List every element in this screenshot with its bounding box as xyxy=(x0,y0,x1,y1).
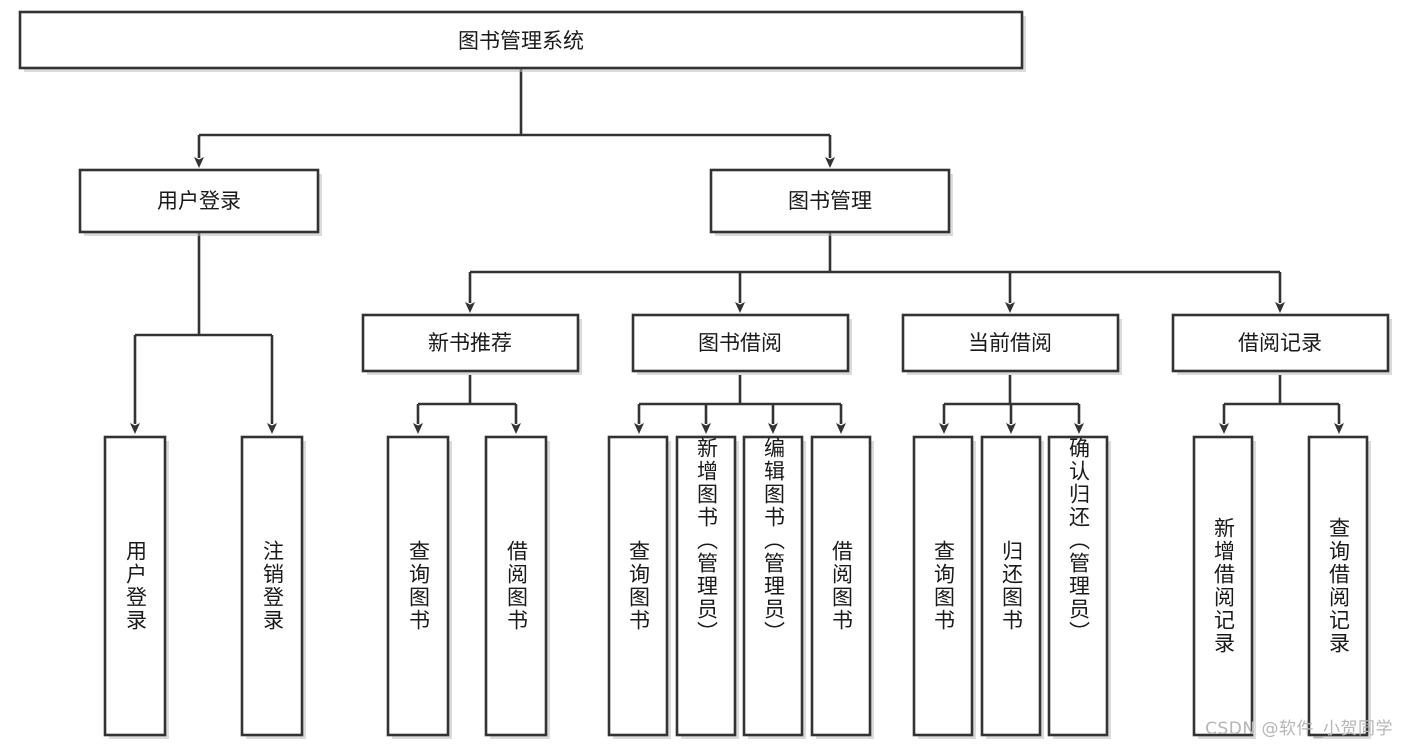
node-leaf-book-borrow-0-box[interactable] xyxy=(607,435,669,737)
node-leaf-borrow-record-1-box[interactable] xyxy=(1307,435,1369,737)
node-leaf-current-borrow-0-box[interactable] xyxy=(912,435,974,737)
node-leaf-book-borrow-1-box[interactable] xyxy=(675,435,737,737)
node-borrow-record-box[interactable] xyxy=(1171,313,1390,373)
node-new-book-label: 新书推荐 xyxy=(428,331,512,355)
node-leaf-new-book-1-box[interactable] xyxy=(484,435,548,737)
node-book-borrow-box[interactable] xyxy=(631,313,850,373)
node-user-login-label: 用户登录 xyxy=(157,189,241,213)
node-leaf-current-borrow-2-box[interactable] xyxy=(1047,435,1109,737)
node-leaf-book-borrow-3-box[interactable] xyxy=(810,435,872,737)
node-leaf-borrow-record-0-box[interactable] xyxy=(1192,435,1254,737)
node-current-borrow-box[interactable] xyxy=(901,313,1120,373)
node-user-login-box[interactable] xyxy=(78,168,320,234)
node-book-borrow-label: 图书借阅 xyxy=(698,331,782,355)
connector-layer xyxy=(130,68,1344,434)
node-book-manage-label: 图书管理 xyxy=(788,189,872,213)
node-book-manage-box[interactable] xyxy=(709,168,951,234)
node-borrow-record-label: 借阅记录 xyxy=(1238,331,1322,355)
node-current-borrow-label: 当前借阅 xyxy=(968,331,1052,355)
node-root-label: 图书管理系统 xyxy=(458,29,584,53)
node-leaf-user-login-1-box[interactable] xyxy=(240,435,304,737)
node-leaf-book-borrow-2-box[interactable] xyxy=(742,435,804,737)
node-layer: 图书管理系统 用户登录 图书管理 新书推荐 图书借阅 当前借阅 借阅记录 xyxy=(18,10,1392,739)
node-leaf-user-login-0-box[interactable] xyxy=(103,435,167,737)
node-leaf-new-book-0-box[interactable] xyxy=(386,435,450,737)
node-root-box[interactable] xyxy=(18,10,1024,70)
node-new-book-box[interactable] xyxy=(361,313,580,373)
node-leaf-current-borrow-1-box[interactable] xyxy=(980,435,1042,737)
watermark-text: CSDN @软件_小贺同学 xyxy=(1205,719,1393,739)
